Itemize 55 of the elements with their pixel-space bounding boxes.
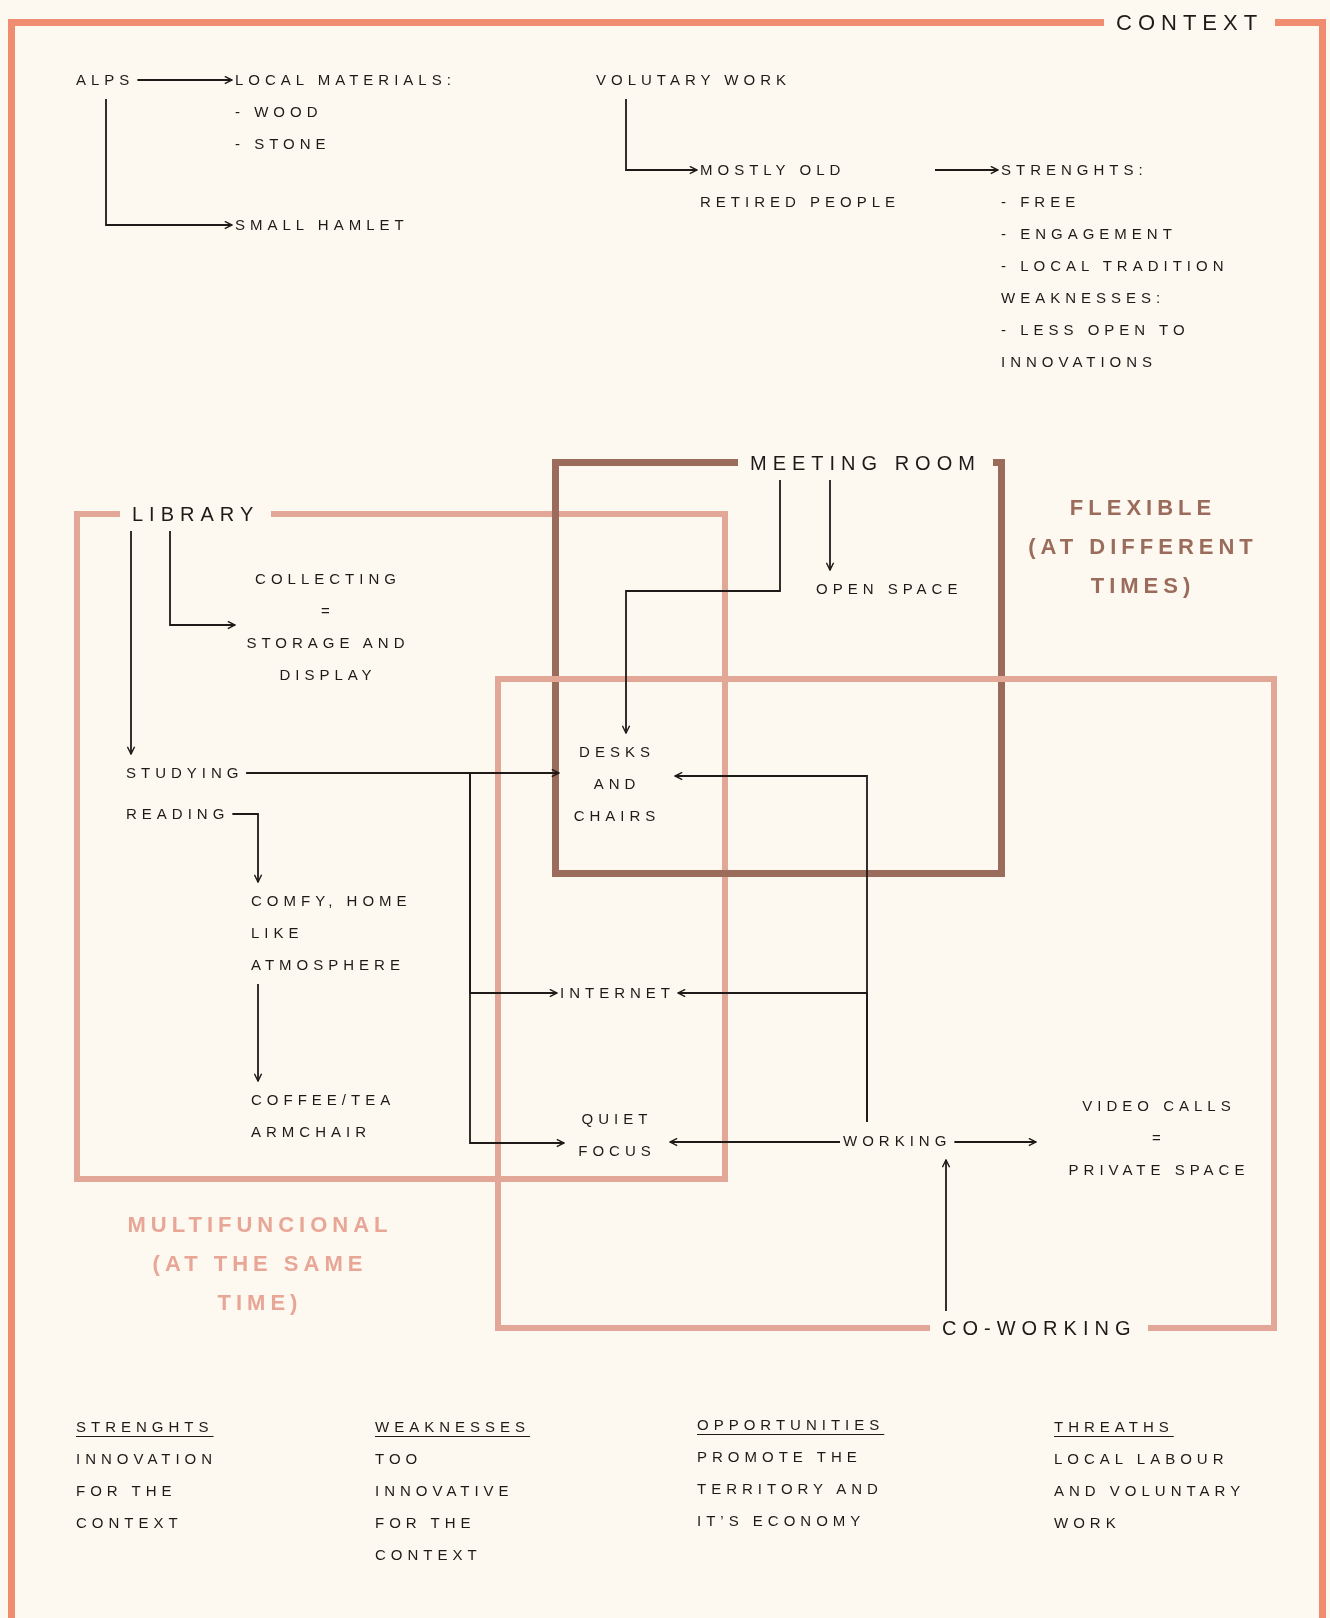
zone-caption: FLEXIBLE xyxy=(1068,494,1218,522)
node-text: INTERNET xyxy=(560,983,675,1003)
swot-heading: WEAKNESSES xyxy=(375,1417,532,1437)
swot-heading: OPPORTUNITIES xyxy=(697,1415,886,1435)
arrow xyxy=(934,165,999,175)
node-text: COMFY, HOME LIKE ATMOSPHERE xyxy=(251,891,413,975)
arrow xyxy=(677,988,868,1123)
arrow xyxy=(621,479,781,734)
node-text: - ENGAGEMENT xyxy=(1001,224,1178,244)
zone-caption: MULTIFUNCIONAL xyxy=(126,1211,394,1239)
node-text: WORKING xyxy=(843,1131,952,1151)
node-text: STRENGHTS: xyxy=(1001,160,1149,180)
arrow xyxy=(136,75,233,85)
node-text: OPEN SPACE xyxy=(816,579,963,599)
node-text: QUIET FOCUS xyxy=(577,1109,657,1161)
node-text: PRIVATE SPACE xyxy=(1067,1160,1251,1180)
node-text: - FREE xyxy=(1001,192,1082,212)
node-text: STUDYING xyxy=(126,763,244,783)
swot-text: TOO INNOVATIVE FOR THE CONTEXT xyxy=(375,1449,515,1565)
swot-text: LOCAL LABOUR AND VOLUNTARY WORK xyxy=(1054,1449,1246,1533)
node-text: WEAKNESSES: xyxy=(1001,288,1167,308)
node-text: - LOCAL TRADITION xyxy=(1001,256,1230,276)
node-text: ALPS xyxy=(76,70,135,90)
arrow xyxy=(245,772,565,1148)
node-text: = xyxy=(1151,1128,1167,1148)
arrow xyxy=(126,530,136,755)
node-text: READING xyxy=(126,804,230,824)
node-text: VOLUTARY WORK xyxy=(596,70,792,90)
node-text: COFFEE/TEA ARMCHAIR xyxy=(251,1090,396,1142)
node-text: - STONE xyxy=(235,134,332,154)
node-text: COLLECTING xyxy=(254,569,402,589)
node-text: VIDEO CALLS xyxy=(1081,1096,1237,1116)
arrow xyxy=(253,983,263,1082)
zone-caption: (AT DIFFERENT TIMES) xyxy=(1027,533,1259,600)
node-text: LOCAL MATERIALS: xyxy=(235,70,456,90)
node-text: - WOOD xyxy=(235,102,324,122)
swot-heading: THREATHS xyxy=(1054,1417,1175,1437)
swot-text: INNOVATION FOR THE CONTEXT xyxy=(76,1449,219,1533)
arrow xyxy=(625,98,698,175)
arrow xyxy=(825,479,835,571)
arrow xyxy=(231,813,263,883)
swot-text: PROMOTE THE TERRITORY AND IT’S ECONOMY xyxy=(697,1447,884,1531)
node-text: DESKS AND CHAIRS xyxy=(572,742,662,826)
arrow xyxy=(105,98,233,230)
zone-caption: (AT THE SAME TIME) xyxy=(151,1250,369,1317)
arrow xyxy=(169,530,236,630)
swot-heading: STRENGHTS xyxy=(76,1417,215,1437)
arrow xyxy=(669,1137,841,1147)
node-text: STORAGE AND DISPLAY xyxy=(245,633,411,685)
node-text: MOSTLY OLD RETIRED PEOPLE xyxy=(700,160,902,212)
node-text: - LESS OPEN TO INNOVATIONS xyxy=(1001,320,1191,372)
node-text: SMALL HAMLET xyxy=(235,215,409,235)
arrow xyxy=(953,1137,1037,1147)
node-text: = xyxy=(320,601,336,621)
arrow xyxy=(941,1159,951,1312)
